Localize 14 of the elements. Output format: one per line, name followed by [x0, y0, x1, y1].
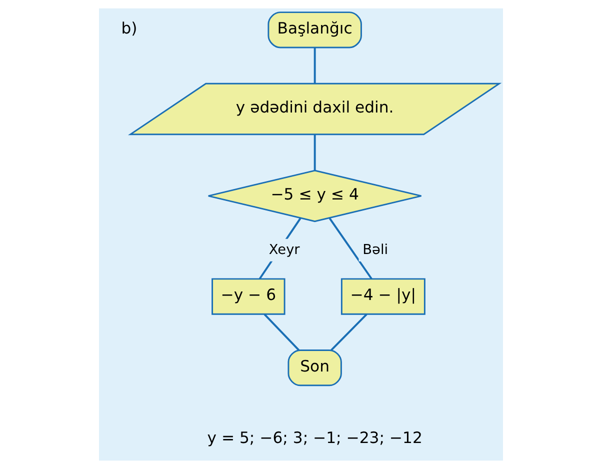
- node-box: −4 − |y|: [340, 278, 426, 315]
- node-box: Başlanğıc: [268, 12, 362, 48]
- connector: [264, 314, 300, 351]
- edge-label: Xeyr: [268, 242, 300, 258]
- edge-label: Bəli: [362, 242, 388, 258]
- node-diamond: −5 ≤ y ≤ 4: [208, 170, 422, 222]
- label: y = 5; −6; 3; −1; −23; −12: [207, 428, 422, 447]
- connector: [328, 218, 372, 280]
- label: b): [121, 20, 138, 38]
- node-box: Son: [288, 350, 342, 386]
- connector: [314, 48, 316, 84]
- node-box: −y − 6: [212, 278, 286, 315]
- connector: [330, 314, 368, 351]
- connector: [314, 134, 316, 170]
